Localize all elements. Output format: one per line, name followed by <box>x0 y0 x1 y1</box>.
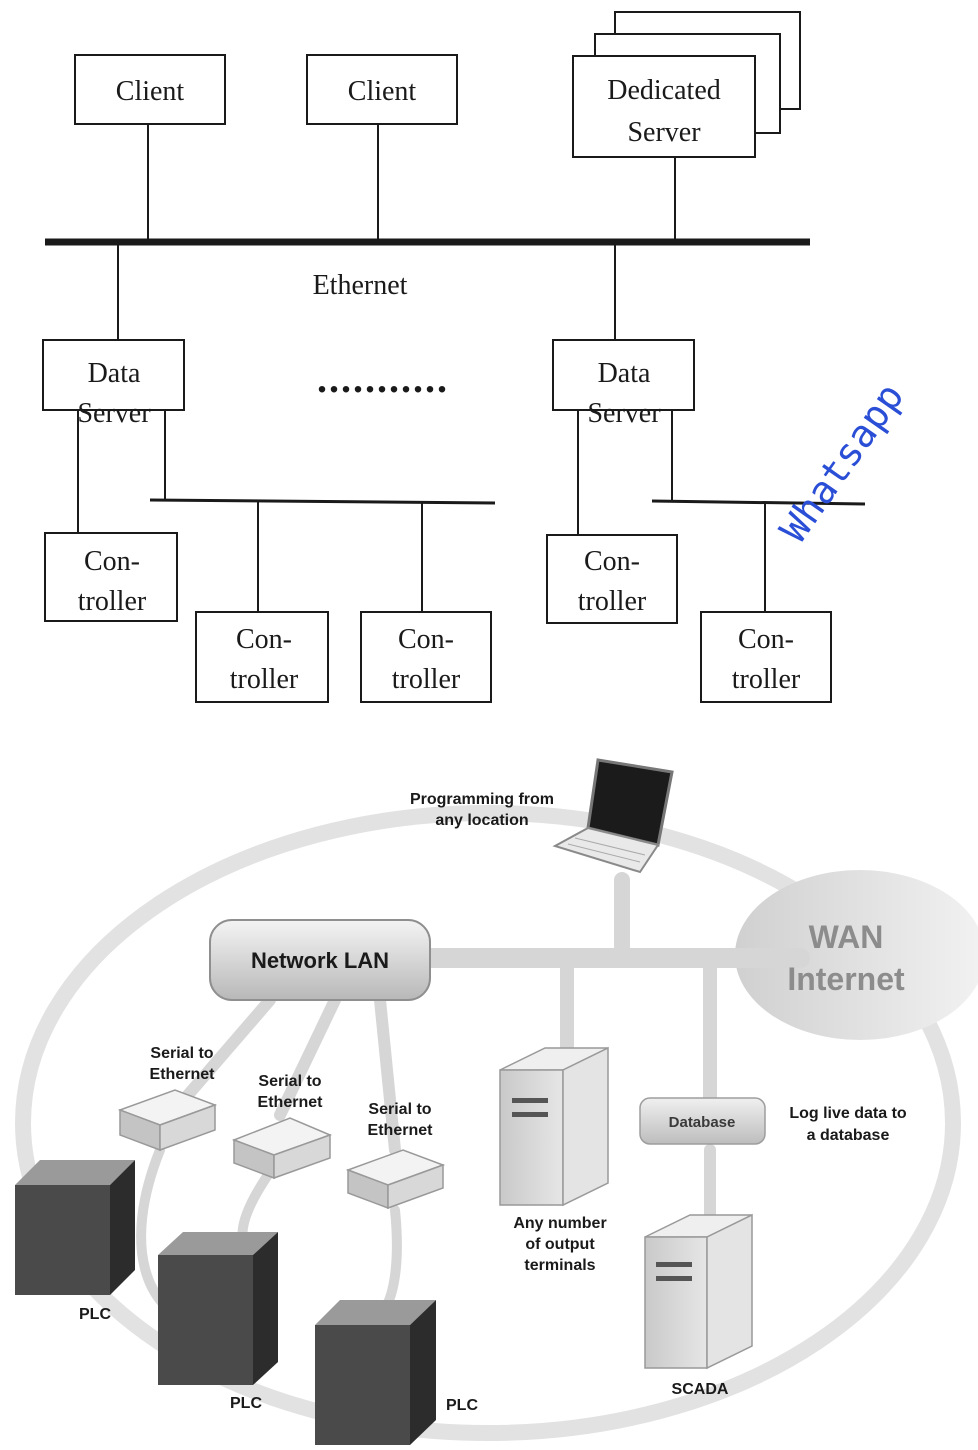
laptop-icon <box>552 758 674 874</box>
ellipsis-more-servers: ........... <box>317 356 449 401</box>
data-server-label-1-line1: Data <box>88 358 141 389</box>
client-label-1: Client <box>116 76 185 107</box>
terminals-caption-line2: of output <box>525 1236 595 1253</box>
plc-label-2: PLC <box>230 1395 262 1412</box>
serial-converter-icon-3 <box>345 1149 446 1210</box>
serial-converter-icon-2 <box>231 1117 333 1180</box>
plc-label-1: PLC <box>79 1306 111 1323</box>
dedicated-server-label-line1: Dedicated <box>607 75 721 106</box>
client-server-diagram <box>42 11 866 703</box>
serial-label-3-line2: Ethernet <box>368 1122 434 1139</box>
terminals-caption-line3: terminals <box>524 1257 595 1274</box>
output-terminal-tower-icon <box>499 1046 609 1207</box>
data-server-box-2 <box>552 339 695 411</box>
controller-label-5-line2: troller <box>732 664 801 695</box>
scada-tower-icon <box>644 1213 753 1370</box>
watermark-text: Whatsapp <box>771 375 912 550</box>
plc-label-3: PLC <box>446 1397 478 1414</box>
serial-label-1-line2: Ethernet <box>150 1066 216 1083</box>
sub-bus-left <box>149 498 496 505</box>
data-server-box-1 <box>42 339 185 411</box>
plc-icon-3 <box>315 1300 436 1445</box>
controller-label-5-line1: Con- <box>738 624 794 655</box>
plc-icon-2 <box>158 1232 278 1385</box>
dedicated-server-box <box>572 55 756 158</box>
controller-label-4-line1: Con- <box>584 546 640 577</box>
controller-label-1-line1: Con- <box>84 546 140 577</box>
database-caption-line2: a database <box>807 1127 890 1144</box>
terminals-caption-line1: Any number <box>513 1215 606 1232</box>
plc-icon-1 <box>15 1160 135 1295</box>
controller-box-5 <box>700 611 832 703</box>
database-label: Database <box>669 1114 736 1131</box>
controller-box-4 <box>546 534 678 624</box>
wan-label-line1: WAN <box>809 919 884 955</box>
controller-label-3-line1: Con- <box>398 624 454 655</box>
laptop-caption-line2: any location <box>435 812 528 829</box>
serial-label-1-line1: Serial to <box>150 1045 213 1062</box>
scada-label: SCADA <box>672 1381 729 1398</box>
data-server-label-2-line1: Data <box>598 358 651 389</box>
network-ring <box>15 805 961 1441</box>
laptop-caption-line1: Programming from <box>410 791 554 808</box>
controller-box-3 <box>360 611 492 703</box>
serial-converter-icon-1 <box>117 1089 218 1152</box>
controller-label-4-line2: troller <box>578 586 647 617</box>
data-server-label-1-line2: Server <box>77 398 151 429</box>
data-server-label-2-line2: Server <box>587 398 661 429</box>
database-node <box>639 1097 766 1145</box>
client-box-1 <box>74 54 226 125</box>
serial-label-3-line1: Serial to <box>368 1101 431 1118</box>
controller-box-2 <box>195 611 329 703</box>
controller-box-1 <box>44 532 178 622</box>
controller-label-3-line2: troller <box>392 664 461 695</box>
client-label-2: Client <box>348 76 417 107</box>
serial-label-2-line1: Serial to <box>258 1073 321 1090</box>
controller-label-1-line2: troller <box>78 586 147 617</box>
database-caption-line1: Log live data to <box>789 1105 907 1122</box>
serial-label-2-line2: Ethernet <box>258 1094 324 1111</box>
sub-bus-right <box>651 499 866 506</box>
controller-label-2-line2: troller <box>230 664 299 695</box>
wan-cloud <box>735 870 978 1040</box>
plc-network-diagram <box>15 758 978 1445</box>
ethernet-label: Ethernet <box>313 270 408 301</box>
client-box-2 <box>306 54 458 125</box>
wan-label-line2: Internet <box>787 961 905 997</box>
network-lan-node <box>209 919 431 1001</box>
dedicated-server-label-line2: Server <box>627 117 701 148</box>
controller-label-2-line1: Con- <box>236 624 292 655</box>
network-lan-label: Network LAN <box>251 948 389 973</box>
